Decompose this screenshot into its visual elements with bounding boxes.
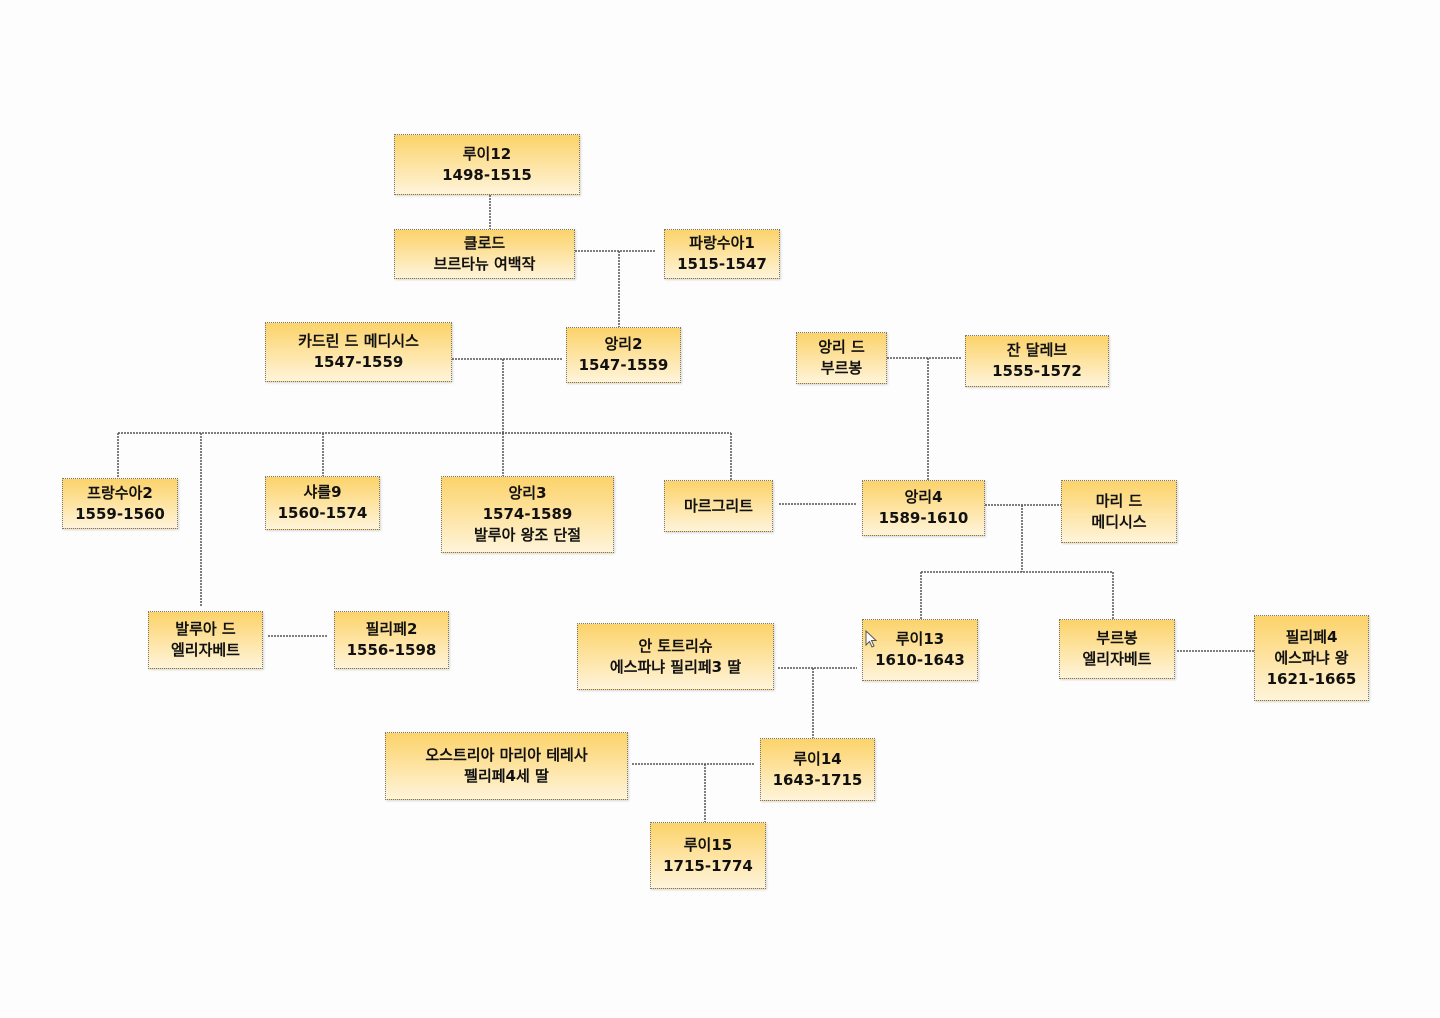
- node-name: 클로드: [463, 234, 506, 252]
- node-title: 엘리자베트: [170, 641, 240, 659]
- node-henri2[interactable]: 앙리2 1547-1559: [566, 327, 681, 383]
- node-name: 잔 달레브: [1006, 341, 1068, 359]
- node-title: 에스파냐 필리페3 딸: [609, 657, 742, 676]
- node-jeanne[interactable]: 잔 달레브 1555-1572: [965, 335, 1109, 387]
- node-years: 1560-1574: [277, 504, 368, 522]
- node-francois1[interactable]: 파랑수아1 1515-1547: [664, 229, 780, 279]
- node-name: 앙리3: [508, 484, 547, 502]
- node-years: 1515-1547: [677, 255, 767, 273]
- node-anne-austria[interactable]: 안 토트리슈 에스파냐 필리페3 딸: [577, 623, 774, 690]
- node-charles9[interactable]: 샤를9 1560-1574: [265, 476, 380, 530]
- node-marie-medici[interactable]: 마리 드 메디시스: [1061, 480, 1177, 543]
- node-name: 카드린 드 메디시스: [298, 332, 419, 350]
- node-name: 앙리4: [904, 488, 943, 506]
- node-name: 마리 드: [1095, 491, 1143, 510]
- node-name: 안 토트리슈: [638, 636, 713, 655]
- node-name: 루이15: [683, 835, 733, 854]
- node-name: 루이12: [462, 144, 512, 163]
- node-name: 파랑수아1: [689, 234, 755, 252]
- node-name: 루이13: [895, 630, 945, 648]
- node-title: 에스파냐 왕: [1274, 648, 1349, 667]
- node-catherine[interactable]: 카드린 드 메디시스 1547-1559: [265, 322, 452, 382]
- node-years: 1574-1589: [482, 505, 573, 523]
- node-henri3[interactable]: 앙리3 1574-1589 발루아 왕조 단절: [441, 476, 614, 553]
- node-francois2[interactable]: 프랑수아2 1559-1560: [62, 478, 178, 529]
- node-years: 1556-1598: [346, 641, 437, 659]
- node-henri4[interactable]: 앙리4 1589-1610: [862, 480, 985, 536]
- node-title: 메디시스: [1091, 512, 1147, 531]
- node-title: 브르타뉴 여백작: [433, 255, 536, 273]
- node-years: 1547-1559: [578, 356, 669, 374]
- node-philip4[interactable]: 필리페4 에스파냐 왕 1621-1665: [1254, 615, 1369, 701]
- node-years: 1559-1560: [75, 504, 165, 523]
- node-years: 1589-1610: [878, 509, 969, 527]
- node-maria-theresa[interactable]: 오스트리아 마리아 테레사 펠리페4세 딸: [385, 732, 628, 800]
- node-name: 필리페2: [365, 620, 418, 638]
- node-years: 1555-1572: [992, 362, 1082, 380]
- node-name: 앙리 드: [818, 338, 865, 356]
- node-claude[interactable]: 클로드 브르타뉴 여백작: [394, 229, 575, 279]
- node-elisabeth-valois[interactable]: 발루아 드 엘리자베트: [148, 611, 263, 669]
- node-louis14[interactable]: 루이14 1643-1715: [760, 738, 875, 801]
- node-years: 1715-1774: [663, 856, 753, 875]
- node-years: 1621-1665: [1266, 669, 1357, 688]
- node-title: 엘리자베트: [1082, 650, 1152, 668]
- node-name: 부르봉: [1096, 629, 1138, 647]
- node-louis13[interactable]: 루이13 1610-1643: [862, 619, 978, 681]
- node-years: 1547-1559: [313, 353, 404, 371]
- node-louis15[interactable]: 루이15 1715-1774: [650, 822, 766, 889]
- node-years: 1498-1515: [442, 165, 532, 184]
- node-name: 샤를9: [303, 483, 342, 501]
- node-philip2[interactable]: 필리페2 1556-1598: [334, 611, 449, 669]
- node-title: 부르봉: [820, 359, 863, 377]
- node-name: 루이14: [793, 749, 842, 768]
- node-years: 1643-1715: [772, 770, 863, 789]
- node-elisabeth-bourbon[interactable]: 부르봉 엘리자베트: [1059, 619, 1175, 679]
- node-marguerite[interactable]: 마르그리트: [664, 480, 773, 532]
- node-name: 마르그리트: [683, 496, 753, 515]
- node-name: 발루아 드: [175, 620, 236, 638]
- mouse-cursor-icon: [865, 630, 877, 648]
- node-note: 발루아 왕조 단절: [473, 526, 582, 544]
- node-title: 펠리페4세 딸: [464, 767, 549, 785]
- node-name: 앙리2: [604, 335, 643, 353]
- node-name: 필리페4: [1285, 627, 1338, 646]
- node-name: 프랑수아2: [87, 483, 153, 502]
- node-name: 오스트리아 마리아 테레사: [425, 746, 588, 764]
- node-years: 1610-1643: [875, 651, 965, 669]
- node-louis12[interactable]: 루이12 1498-1515: [394, 134, 580, 195]
- node-antoine-bourbon[interactable]: 앙리 드 부르봉: [796, 332, 887, 384]
